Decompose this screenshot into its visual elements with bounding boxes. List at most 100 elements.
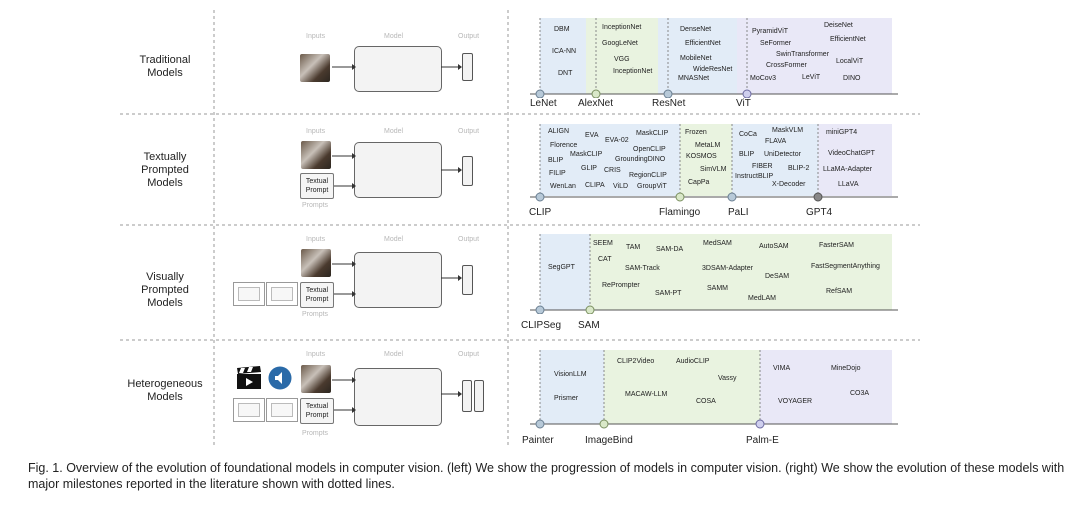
axis-visual — [530, 234, 898, 314]
output-box-1 — [462, 380, 472, 412]
model-label: SAM-PT — [655, 290, 682, 297]
model-label: DeSAM — [765, 273, 790, 280]
model-label: Florence — [550, 142, 578, 149]
model-label: BLIP — [739, 151, 755, 158]
model-label: OpenCLIP — [633, 146, 666, 153]
model-label: LLaMA-Adapter — [823, 166, 873, 173]
model-label: MaskCLIP — [636, 130, 669, 137]
model-label: SimVLM — [700, 166, 727, 173]
segment-1 — [586, 18, 658, 94]
model-label: RegionCLIP — [629, 172, 667, 179]
model-label: UniDetector — [764, 151, 801, 158]
model-label: SeFormer — [760, 40, 792, 47]
segment-2 — [760, 350, 892, 424]
model-box — [354, 252, 442, 308]
model-label: MedSAM — [703, 240, 732, 247]
model-caption: Model — [384, 128, 404, 135]
model-label: EVA-02 — [605, 137, 629, 144]
milestone-gpt4: GPT4 — [806, 207, 833, 218]
model-label: BLIP-2 — [788, 165, 810, 172]
model-label: GroundingDINO — [615, 156, 666, 163]
model-box — [354, 142, 442, 198]
model-label: DenseNet — [680, 26, 712, 33]
segment-0 — [540, 350, 604, 424]
model-label: SAM-Track — [625, 265, 660, 272]
model-label: COSA — [696, 398, 716, 405]
model-caption: Model — [384, 236, 404, 243]
arrows — [332, 153, 462, 189]
model-label: Prismer — [554, 395, 579, 402]
input-image — [301, 141, 331, 169]
model-label: SwinTransformer — [776, 51, 830, 58]
input-image — [301, 249, 331, 277]
model-label: MNASNet — [678, 75, 710, 82]
model-label: AutoSAM — [759, 243, 789, 250]
model-label: CLIP2Video — [617, 358, 655, 365]
model-box — [354, 46, 442, 92]
model-label: CLIPA — [585, 182, 605, 189]
model-label: BLIP — [548, 157, 564, 164]
segment-1 — [604, 350, 760, 424]
model-label: MoCov3 — [750, 75, 777, 82]
model-label: EfficientNet — [830, 36, 866, 43]
model-label: SegGPT — [548, 264, 575, 271]
model-label: SAMM — [707, 285, 728, 292]
model-label: MaskCLIP — [570, 151, 603, 158]
model-label: DINO — [843, 75, 861, 82]
model-label: VGG — [614, 56, 630, 63]
prompts-caption: Prompts — [302, 202, 329, 209]
model-label: ALIGN — [548, 128, 570, 135]
textual-prompt-box: Textual Prompt — [300, 282, 334, 308]
milestone-clipseg: CLIPSeg — [521, 320, 562, 331]
model-label: FastSegmentAnything — [811, 263, 880, 270]
milestone-palm-e: Palm-E — [746, 435, 779, 446]
model-label: EfficientNet — [685, 40, 721, 47]
model-label: Frozen — [685, 129, 707, 136]
output-box — [462, 53, 473, 81]
model-label: InceptionNet — [613, 68, 653, 75]
model-label: InceptionNet — [602, 24, 642, 31]
milestone-alexnet: AlexNet — [578, 98, 614, 109]
model-label: Vassy — [718, 375, 737, 382]
model-label: VIMA — [773, 365, 791, 372]
model-label: SAM-DA — [656, 246, 684, 253]
milestone-pali: PaLI — [728, 207, 749, 218]
output-box — [462, 265, 473, 295]
model-label: InstructBLIP — [735, 173, 774, 180]
axis-hetero — [530, 350, 898, 429]
model-label: CapPa — [688, 179, 710, 186]
segment-1 — [680, 124, 732, 196]
segment-2 — [732, 124, 818, 196]
model-label: TAM — [626, 244, 641, 251]
arrows — [332, 377, 462, 413]
model-label: CAT — [598, 256, 612, 263]
model-label: CrossFormer — [766, 62, 807, 69]
input-caption: Inputs — [306, 128, 326, 135]
segment-0 — [540, 18, 586, 94]
model-label: LLaVA — [838, 181, 859, 188]
prompts-caption: Prompts — [302, 430, 329, 437]
output-box-2 — [474, 380, 484, 412]
model-label: 3DSAM-Adapter — [702, 265, 753, 272]
segment-0 — [540, 124, 680, 196]
visual-prompt-1 — [233, 398, 265, 422]
input-image — [300, 54, 330, 82]
milestone-imagebind: ImageBind — [585, 435, 633, 446]
axis-traditional — [530, 18, 898, 98]
model-label: VideoChatGPT — [828, 150, 875, 157]
output-box — [462, 156, 473, 186]
model-label: DBM — [554, 26, 570, 33]
milestone-painter: Painter — [522, 435, 554, 446]
model-label: DeiseNet — [824, 22, 853, 29]
model-caption: Model — [384, 351, 404, 358]
input-caption: Inputs — [306, 351, 326, 358]
segment-1 — [590, 234, 892, 310]
model-label: FasterSAM — [819, 242, 855, 249]
model-label: KOSMOS — [686, 153, 717, 160]
video-clapper-icon — [237, 366, 261, 389]
model-label: MaskVLM — [772, 127, 804, 134]
